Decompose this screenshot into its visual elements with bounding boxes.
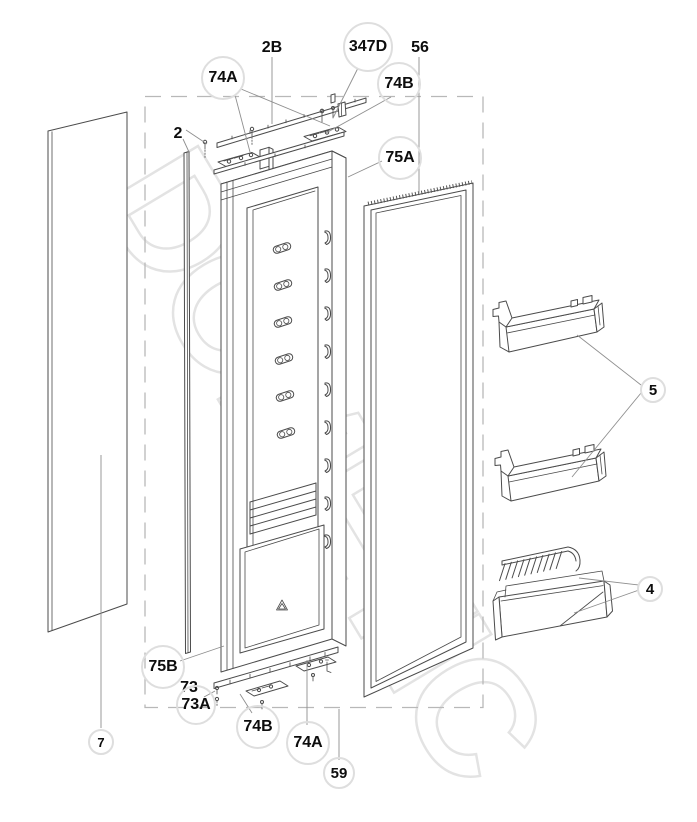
callout-74a-top: 74A [201, 56, 245, 100]
hinge-plate-top-right [303, 106, 347, 142]
callout-5: 5 [640, 377, 666, 403]
door-assembly [202, 93, 367, 710]
trim-strip [183, 151, 191, 654]
callout-347d: 347D [343, 22, 393, 72]
dashed-boundary-box [144, 95, 484, 709]
lower-panel [239, 524, 325, 654]
callout-2: 2 [173, 125, 183, 142]
callout-75b: 75B [141, 645, 185, 689]
top-mounting-rail [216, 93, 367, 148]
ice-tray-comb [499, 546, 581, 582]
hinge-plate-bottom-right [295, 656, 337, 682]
callout-74a-bottom: 74A [286, 721, 330, 765]
hook-brackets [324, 230, 332, 549]
callout-74b-bottom: 74B [236, 705, 280, 749]
callout-4: 4 [637, 576, 663, 602]
hinge-plate-top-left [217, 152, 261, 167]
callout-56: 56 [411, 39, 429, 56]
lower-slats [249, 482, 317, 535]
callout-75a: 75A [378, 136, 422, 180]
callout-7: 7 [88, 729, 114, 755]
decor-panel [47, 111, 128, 633]
callout-2b: 2B [261, 39, 283, 56]
screws-bottom [214, 685, 220, 708]
top-trim-bar [213, 131, 345, 175]
bottom-rail [213, 646, 339, 689]
ice-tray [492, 546, 613, 641]
callout-59: 59 [323, 757, 355, 789]
ice-tray-box [492, 570, 613, 641]
door-gasket [363, 180, 474, 698]
fastener-clips [272, 242, 296, 439]
callout-74b-top: 74B [377, 62, 421, 106]
hinge-plate-bottom-left [245, 680, 289, 710]
door-bin-lower [494, 444, 607, 502]
callout-73a: 73A [176, 685, 216, 725]
